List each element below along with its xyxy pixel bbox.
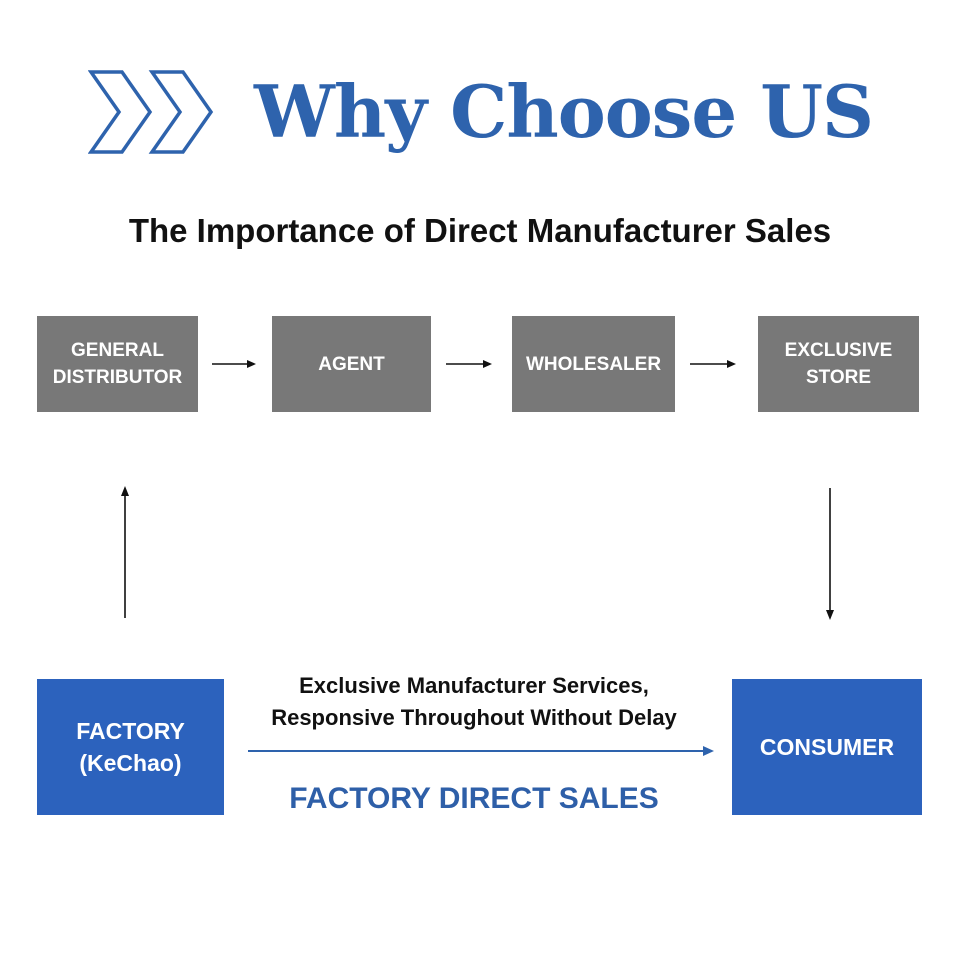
page-subtitle: The Importance of Direct Manufacturer Sa… [128, 212, 832, 249]
factory-direct-sales-label: FACTORY DIRECT SALES [289, 782, 659, 815]
agent-box: AGENT [272, 316, 431, 412]
factory-box: FACTORY (KeChao) [37, 679, 224, 815]
arrow-store-down [826, 488, 834, 620]
consumer-box: CONSUMER [732, 679, 922, 815]
double-chevron-right-icon [88, 70, 214, 154]
factory-name-label: (KeChao) [79, 750, 182, 776]
arrow-factory-to-consumer [248, 746, 714, 756]
exclusive-store-label-line1: EXCLUSIVE [784, 340, 893, 361]
agent-label: AGENT [318, 353, 385, 375]
wholesaler-label: WHOLESALER [525, 353, 662, 375]
consumer-label: CONSUMER [759, 734, 895, 760]
wholesaler-box: WHOLESALER [512, 316, 675, 412]
service-line-1: Exclusive Manufacturer Services, [299, 673, 649, 698]
arrow-factory-up [121, 486, 129, 618]
general-distributor-label-line1: GENERAL [71, 340, 164, 361]
exclusive-store-label-line2: STORE [805, 367, 872, 388]
arrow-wholesaler-to-store [690, 360, 736, 368]
service-description: Exclusive Manufacturer Services, Respons… [232, 670, 716, 734]
service-line-2: Responsive Throughout Without Delay [271, 705, 677, 730]
arrow-distributor-to-agent [212, 360, 256, 368]
arrow-agent-to-wholesaler [446, 360, 492, 368]
factory-label: FACTORY [76, 718, 185, 744]
exclusive-store-box: EXCLUSIVE STORE [758, 316, 919, 412]
general-distributor-label-line2: DISTRIBUTOR [52, 367, 183, 388]
page-title: Why Choose US [254, 69, 874, 154]
general-distributor-box: GENERAL DISTRIBUTOR [37, 316, 198, 412]
